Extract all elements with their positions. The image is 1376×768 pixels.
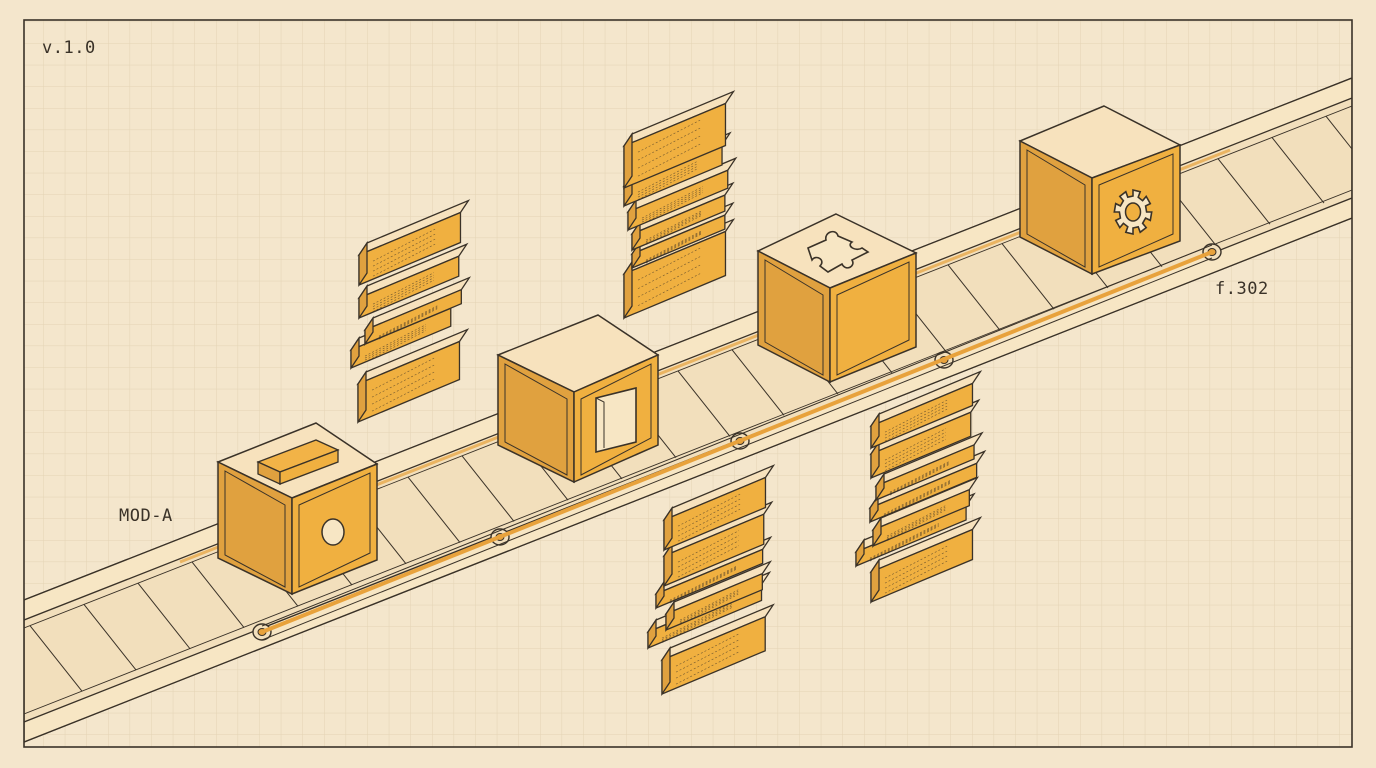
frame-border [23,19,1353,748]
code-stack-1 [349,199,472,425]
code-stacks [349,90,987,697]
version-label: v.1.0 [42,38,96,58]
gear-icon [1113,188,1153,236]
slot-icon [256,439,340,486]
puzzle-piece-icon [807,230,870,273]
hole-icon [321,518,345,546]
code-stack-2 [622,90,738,321]
figure-label: f.302 [1215,279,1269,299]
square-window-icon [595,386,637,454]
module-label: MOD-A [119,506,173,526]
code-stack-4 [854,370,987,605]
code-stack-3 [646,464,776,697]
